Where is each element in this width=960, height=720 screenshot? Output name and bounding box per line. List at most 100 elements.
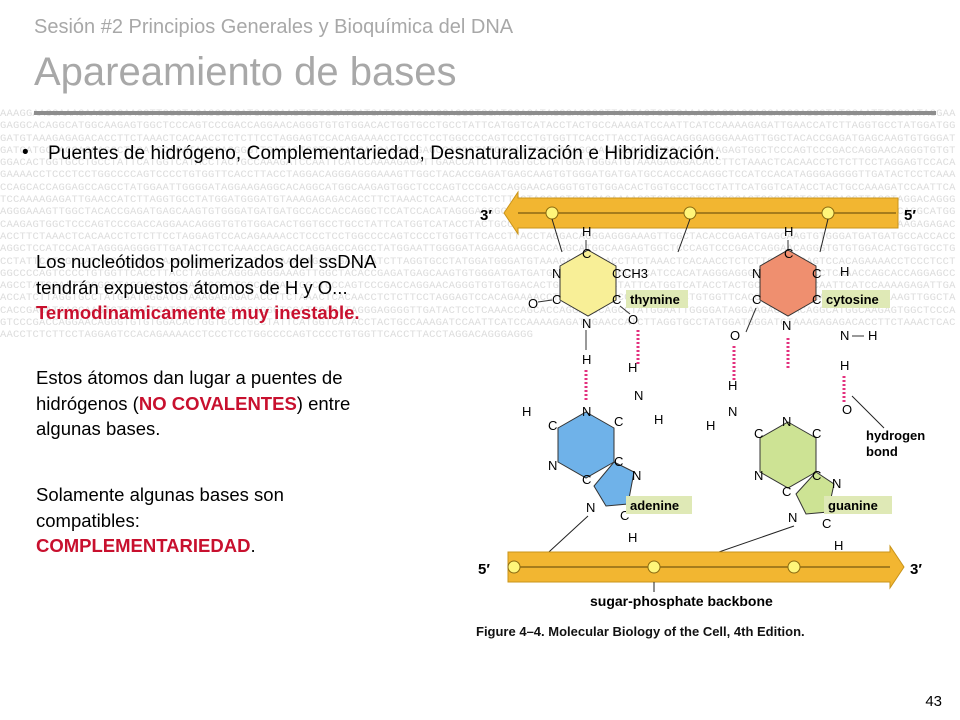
p2-pre: hidrógenos ( [36, 392, 139, 414]
atom-n: N [632, 468, 641, 483]
atom-h: H [728, 378, 737, 393]
thymine-molecule: H C C CH3 N C O C O N H thymine [528, 224, 688, 367]
atom-c: C [812, 266, 821, 281]
phosphate-atom [683, 206, 697, 220]
p2-line3: algunas bases. [36, 418, 161, 439]
guanine-label: guanine [828, 498, 878, 513]
p1-line1: Los nucleótidos polimerizados del ssDNA [36, 251, 377, 272]
atom-o: O [528, 296, 538, 311]
atom-n: N [832, 476, 841, 491]
phosphate-atom [507, 560, 521, 574]
phosphate-atom [545, 206, 559, 220]
adenine-molecule: N C N H H C H N C C N N C H adenine [522, 360, 692, 545]
bottom-backbone: 5′ 3′ [478, 544, 922, 590]
atom-h: H [784, 224, 793, 239]
cytosine-label: cytosine [826, 292, 879, 307]
atom-c: C [582, 472, 591, 487]
atom-c: C [812, 426, 821, 441]
background-sequence-texture: AAAGGAACCAAACAAGGGGAAGGTTGGCTACACCGAGATG… [0, 108, 956, 342]
adenine-label: adenine [630, 498, 679, 513]
p1-line2: tendrán expuestos átomos de H y O... [36, 276, 348, 298]
atom-c: C [548, 418, 557, 433]
atom-c: C [822, 516, 831, 531]
phosphate-atom [787, 560, 801, 574]
atom-n: N [552, 266, 561, 281]
atom-o: O [842, 402, 852, 417]
paragraph-complementarity: Solamente algunas bases son compatibles:… [36, 482, 486, 559]
cytosine-molecule: H C C H N C O C N N H H cytosine [730, 224, 890, 373]
atom-c: C [582, 246, 591, 261]
atom-o: O [730, 328, 740, 343]
guanine-molecule: N C N H H C O N C C N N C H guanine [706, 378, 892, 553]
atom-n: N [582, 404, 591, 419]
atom-h: H [868, 328, 877, 343]
atom-n: N [634, 388, 643, 403]
atom-c: C [614, 454, 623, 469]
hydrogen-bonds [584, 330, 846, 404]
atom-c: C [812, 468, 821, 483]
bullet-marker: • [22, 142, 29, 163]
atom-n: N [728, 404, 737, 419]
atom-ch3: CH3 [622, 266, 648, 281]
atom-h: H [840, 358, 849, 373]
atom-c: C [754, 426, 763, 441]
atom-h: H [654, 412, 663, 427]
top-3-prime-label: 3′ [480, 207, 492, 224]
atom-n: N [582, 316, 591, 331]
p2-line2: hidrógenos (NO COVALENTES) entre [36, 391, 486, 417]
paragraph-nucleotides: Los nucleótidos polimerizados del ssDNA … [36, 249, 486, 326]
title-divider [34, 111, 936, 115]
atom-h: H [582, 352, 591, 367]
atom-c: C [620, 508, 629, 523]
atom-n: N [548, 458, 557, 473]
phosphate-atom [821, 206, 835, 220]
atom-n: N [788, 510, 797, 525]
p3-line2: compatibles: [36, 509, 140, 531]
bullet-text: Puentes de hidrógeno, Complementariedad,… [48, 143, 720, 164]
hydrogen-bond-label-2: bond [866, 444, 898, 459]
atom-h: H [628, 530, 637, 545]
bottom-3-prime-label: 3′ [910, 561, 922, 578]
atom-c: C [752, 292, 761, 307]
p2-line1: Estos átomos dan lugar a puentes de [36, 367, 343, 388]
bottom-5-prime-label: 5′ [478, 561, 490, 578]
p2-post: ) entre [296, 392, 351, 414]
atom-h: H [628, 360, 637, 375]
atom-c: C [612, 292, 621, 307]
paragraph-hydrogen-bonds: Estos átomos dan lugar a puentes de hidr… [36, 365, 486, 442]
atom-c: C [812, 292, 821, 307]
p2-emphasis: NO COVALENTES [138, 392, 297, 414]
p3-end: . [250, 535, 256, 556]
atom-c: C [614, 414, 623, 429]
hydrogen-bond-label-1: hydrogen [866, 428, 925, 443]
atom-h: H [834, 538, 843, 553]
p1-emphasis: Termodinamicamente muy inestable. [36, 302, 360, 323]
base-pairing-figure: 3′ 5′ H C C CH3 N C O C O N H thymine H … [478, 190, 925, 609]
atom-c: C [782, 484, 791, 499]
slide-title: Apareamiento de bases [34, 50, 457, 94]
atom-n: N [586, 500, 595, 515]
atom-h: H [522, 404, 531, 419]
figure-caption: Figure 4–4. Molecular Biology of the Cel… [476, 624, 805, 639]
backbone-label: sugar-phosphate backbone [590, 593, 773, 609]
p3-line1: Solamente algunas bases son [36, 484, 284, 505]
atom-h: H [840, 264, 849, 279]
atom-n: N [782, 318, 791, 333]
slide-subtitle: Sesión #2 Principios Generales y Bioquím… [34, 16, 514, 38]
p3-line3: COMPLEMENTARIEDAD. [36, 533, 486, 559]
atom-c: C [612, 266, 621, 281]
atom-h: H [706, 418, 715, 433]
phosphate-atom [647, 560, 661, 574]
top-5-prime-label: 5′ [904, 207, 916, 224]
atom-n: N [752, 266, 761, 281]
thymine-label: thymine [630, 292, 680, 307]
atom-c: C [552, 292, 561, 307]
atom-h: H [582, 224, 591, 239]
p3-emphasis: COMPLEMENTARIEDAD [36, 535, 251, 556]
atom-c: C [784, 246, 793, 261]
top-backbone: 3′ 5′ [480, 190, 916, 236]
atom-o: O [628, 312, 638, 327]
atom-n: N [754, 468, 763, 483]
atom-n: N [840, 328, 849, 343]
slide-number: 43 [925, 693, 942, 710]
